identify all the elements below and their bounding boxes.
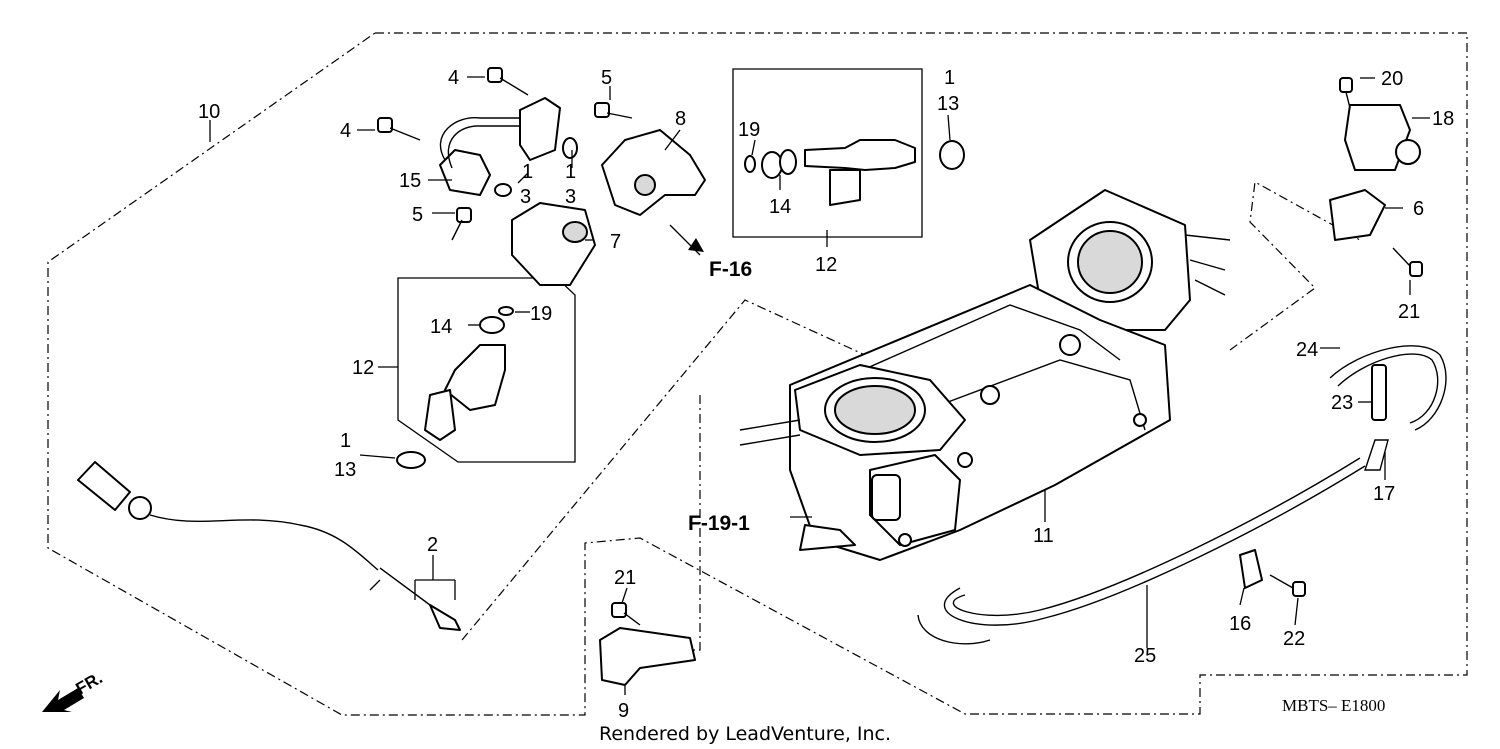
callout-3a: 3 bbox=[520, 186, 531, 208]
callout-18: 18 bbox=[1432, 108, 1454, 130]
callout-15: 15 bbox=[399, 170, 421, 192]
callout-8: 8 bbox=[675, 108, 686, 130]
callout-1a: 1 bbox=[522, 161, 533, 183]
callout-12b: 12 bbox=[352, 357, 374, 379]
front-direction-indicator: FR. bbox=[42, 668, 106, 712]
ref-f16[interactable]: F-16 bbox=[709, 258, 752, 281]
callout-4a: 4 bbox=[448, 67, 459, 89]
callout-5a: 5 bbox=[601, 67, 612, 89]
callout-9: 9 bbox=[618, 700, 629, 722]
footer-credit: Rendered by LeadVenture, Inc. bbox=[599, 723, 891, 745]
group-line-cable bbox=[461, 299, 866, 641]
callout-1d: 1 bbox=[340, 430, 351, 452]
callout-19b: 19 bbox=[530, 303, 552, 325]
leader-lines bbox=[209, 76, 1430, 695]
injector-left bbox=[396, 306, 514, 469]
callouts: 10 4 4 5 5 15 1 3 1 3 7 8 19 14 12 1 13 … bbox=[198, 67, 1454, 722]
callout-20: 20 bbox=[1381, 68, 1403, 90]
callout-2: 2 bbox=[427, 534, 438, 556]
callout-1b: 1 bbox=[565, 161, 576, 183]
callout-10: 10 bbox=[198, 101, 220, 123]
bolts-upper bbox=[377, 67, 633, 241]
callout-23: 23 bbox=[1331, 392, 1353, 414]
vacuum-tubes bbox=[917, 345, 1447, 645]
diagram-code: MBTS– E1800 bbox=[1282, 696, 1385, 715]
callout-12a: 12 bbox=[815, 254, 837, 276]
callout-19a: 19 bbox=[738, 119, 760, 141]
map-sensor bbox=[1329, 77, 1423, 277]
callout-22: 22 bbox=[1283, 628, 1305, 650]
callout-11: 11 bbox=[1033, 525, 1054, 547]
group-line-right bbox=[1229, 181, 1361, 351]
callout-25: 25 bbox=[1134, 645, 1156, 667]
assembly-boundary bbox=[47, 32, 1468, 716]
throttle-body bbox=[739, 189, 1231, 561]
callout-1c: 1 bbox=[944, 67, 955, 89]
bracket bbox=[511, 202, 596, 286]
callout-14b: 14 bbox=[430, 316, 452, 338]
callout-21a: 21 bbox=[1398, 301, 1420, 323]
map-sensor-bracket bbox=[601, 129, 706, 216]
clip-and-bolt bbox=[1239, 549, 1306, 597]
ref-f19-1[interactable]: F-19-1 bbox=[688, 512, 750, 535]
callout-21b: 21 bbox=[614, 567, 636, 589]
callout-6: 6 bbox=[1413, 198, 1424, 220]
callout-13b: 13 bbox=[334, 459, 356, 481]
callout-5b: 5 bbox=[412, 204, 423, 226]
callout-17: 17 bbox=[1373, 483, 1395, 505]
callout-3b: 3 bbox=[565, 186, 576, 208]
ref-f16-arrow bbox=[688, 238, 704, 252]
lower-bracket bbox=[599, 602, 696, 686]
injector-box-upper bbox=[732, 68, 923, 238]
callout-16: 16 bbox=[1229, 613, 1251, 635]
fuel-pipe bbox=[439, 97, 561, 196]
callout-24: 24 bbox=[1296, 339, 1318, 361]
callout-14a: 14 bbox=[769, 196, 791, 218]
injector-upper bbox=[744, 139, 965, 206]
callout-7: 7 bbox=[610, 231, 621, 253]
throttle-cable bbox=[77, 461, 461, 631]
callout-4b: 4 bbox=[340, 120, 351, 142]
callout-13a: 13 bbox=[937, 93, 959, 115]
